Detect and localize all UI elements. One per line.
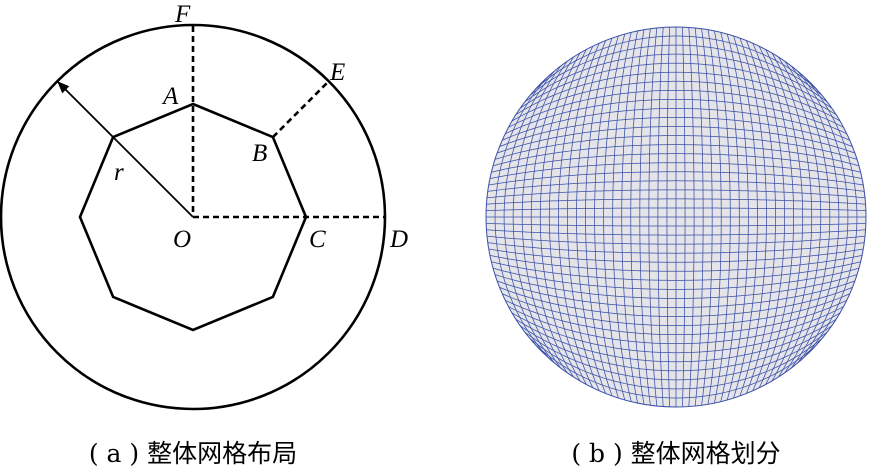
caption-b: ( b ) 整体网格划分 <box>571 439 780 468</box>
label-r: r <box>114 159 124 186</box>
mesh-line <box>511 312 841 354</box>
label-e: E <box>329 59 345 86</box>
mesh-line <box>771 52 813 382</box>
label-o: O <box>173 226 191 253</box>
inner-octagon <box>78 102 308 332</box>
radius-arrow <box>57 81 194 218</box>
label-a: A <box>161 83 179 110</box>
label-f: F <box>174 1 191 28</box>
figure-b-mesh: ( b ) 整体网格划分 <box>485 26 867 468</box>
mesh-line <box>524 331 828 381</box>
mesh-line <box>519 325 833 372</box>
mesh-line <box>515 319 837 363</box>
figure-a-layout: F E A B r O C D ( a ) 整体网格布局 <box>0 1 408 468</box>
mesh-grid <box>486 27 866 407</box>
mesh-line <box>803 76 858 358</box>
label-c: C <box>309 226 326 253</box>
mesh-line <box>765 49 804 385</box>
mesh-line <box>535 344 817 399</box>
label-b: B <box>252 140 267 167</box>
mesh-line <box>790 65 840 369</box>
label-d: D <box>389 226 408 253</box>
mesh-line <box>529 338 823 390</box>
caption-a: ( a ) 整体网格布局 <box>89 439 297 468</box>
mesh-line <box>797 70 849 364</box>
mesh-line <box>778 56 822 378</box>
dashed-line-be <box>271 80 330 139</box>
mesh-line <box>784 60 831 374</box>
